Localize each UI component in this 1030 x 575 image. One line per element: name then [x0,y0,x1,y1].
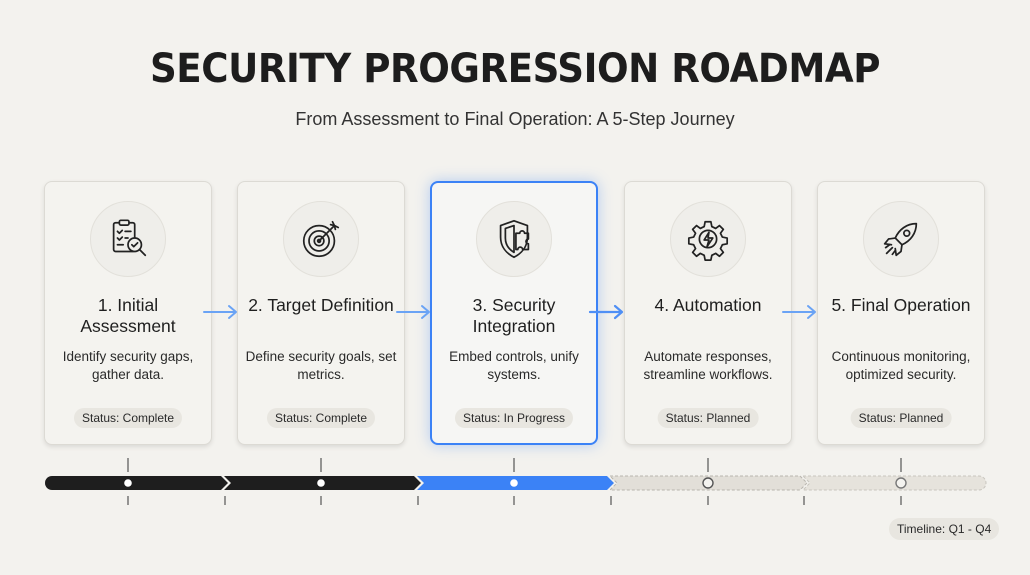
step-description: Embed controls, unify systems. [449,349,579,382]
step-title: 1. Initial Assessment [80,295,176,336]
arrow-right-icon [396,305,430,319]
timeline-node [895,477,907,489]
timeline-ticks [127,458,902,505]
status-badge: Status: In Progress [454,408,574,428]
status-badge: Status: Planned [657,408,759,428]
timeline-node [317,479,325,487]
gear-bolt-icon [670,201,746,277]
step-card-security-integration[interactable]: 3. Security Integration Embed controls, … [430,181,598,445]
step-card-target-definition[interactable]: 2. Target Definition Define security goa… [237,181,405,445]
arrow-right-icon [203,305,237,319]
status-badge: Status: Complete [266,408,376,428]
rocket-icon [863,201,939,277]
page-subtitle: From Assessment to Final Operation: A 5-… [295,109,735,129]
shield-puzzle-icon [476,201,552,277]
timeline-segment-complete [45,476,228,490]
step-title: 4. Automation [654,295,762,315]
step-title: 5. Final Operation [831,295,971,315]
step-description: Continuous monitoring, optimized securit… [831,349,971,382]
page-title: SECURITY PROGRESSION ROADMAP [149,46,881,92]
progress-timeline [45,458,987,505]
status-badge: Status: Complete [73,408,183,428]
timeline-label: Timeline: Q1 - Q4 [889,518,1000,540]
timeline-segment-planned [801,475,987,491]
step-title: 3. Security Integration [472,295,556,336]
target-arrow-icon [283,201,359,277]
step-description: Identify security gaps, gather data. [62,349,194,382]
step-card-final-operation[interactable]: 5. Final Operation Continuous monitoring… [817,181,985,445]
step-description: Automate responses, streamline workflows… [643,349,773,382]
timeline-node [510,479,518,487]
checklist-magnifier-icon [90,201,166,277]
arrow-right-icon [588,304,624,320]
step-title: 2. Target Definition [248,295,394,315]
step-description: Define security goals, set metrics. [245,349,397,382]
step-card-automation[interactable]: 4. Automation Automate responses, stream… [624,181,792,445]
arrow-right-icon [782,305,816,319]
status-badge: Status: Planned [850,408,952,428]
timeline-node [124,479,132,487]
timeline-node [702,477,714,489]
step-card-initial-assessment[interactable]: 1. Initial Assessment Identify security … [44,181,212,445]
